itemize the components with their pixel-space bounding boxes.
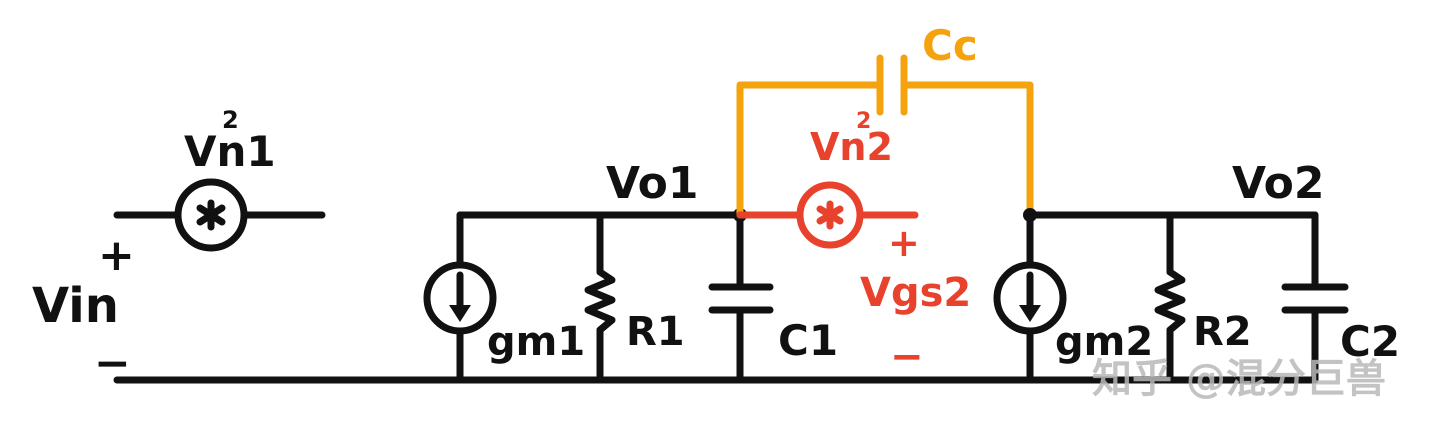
label-vn2-exponent: 2: [856, 109, 871, 134]
watermark: 知乎 @混分巨兽: [1092, 356, 1386, 402]
label-vin-plus: +: [98, 230, 135, 281]
label-gm2: gm2: [1055, 319, 1153, 365]
arrow-down-icon: [1019, 305, 1041, 322]
input-noise-source-vn1: [113, 178, 326, 252]
resistor-r1: [584, 211, 616, 384]
label-r1: R1: [626, 309, 685, 355]
label-vgs2: Vgs2: [860, 270, 971, 316]
label-vgs2-plus: +: [888, 221, 920, 265]
resistor-r2: [1154, 211, 1186, 384]
noise-asterisk-icon: [816, 200, 844, 230]
node-vo2-dot: [1023, 208, 1037, 222]
current-source-gm1: [423, 211, 497, 384]
label-r2: R2: [1193, 309, 1252, 355]
label-gm1: gm1: [487, 319, 585, 365]
label-vn1-exponent: 2: [222, 106, 239, 134]
noise-source-vn2: [736, 181, 919, 249]
label-vo2: Vo2: [1232, 158, 1325, 209]
label-vin: Vin: [32, 278, 119, 334]
arrow-down-icon: [449, 305, 471, 322]
stage-2: gm2 R2 C2 Vo2: [993, 158, 1400, 384]
label-c1: C1: [778, 316, 838, 365]
label-cc: Cc: [922, 21, 978, 70]
capacitor-c1: [708, 211, 774, 384]
label-vn2: Vn2: [810, 125, 893, 169]
current-source-gm2: [993, 211, 1067, 384]
label-vgs2-minus: −: [890, 334, 924, 380]
noise-asterisk-icon: [196, 199, 226, 231]
label-vo1: Vo1: [606, 158, 699, 209]
capacitor-c2: [1281, 211, 1349, 384]
label-vn1: Vn1: [184, 127, 276, 176]
compensation-capacitor-cc: [736, 54, 1034, 219]
stage-1: gm1 R1 C1 Vo1: [423, 158, 838, 384]
label-c2: C2: [1340, 317, 1400, 366]
